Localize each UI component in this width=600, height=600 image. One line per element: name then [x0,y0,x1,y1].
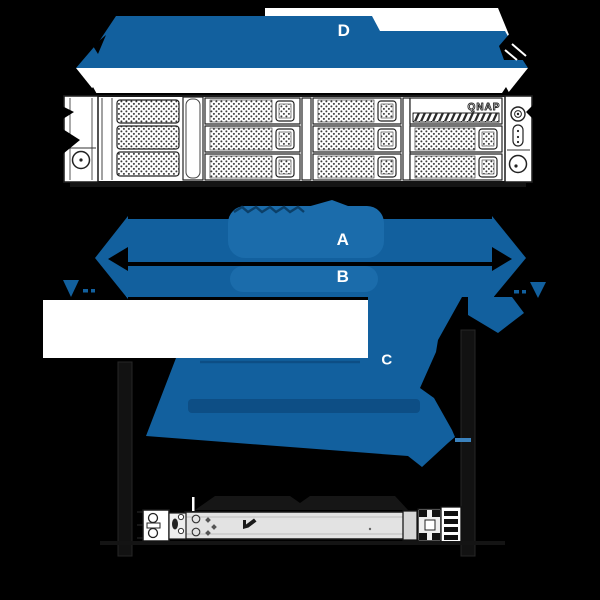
white-gap-trapezoid [76,68,528,96]
drive-bays-column-3 [409,125,503,181]
rail-illustration [100,496,505,545]
rail-right-bracket [417,508,442,542]
unlock-arrow-glyph [243,518,257,529]
label-b: B [336,267,350,286]
right-rack-post [460,329,476,557]
led-indicators [512,124,524,147]
drive-bays-column-1 [204,97,301,181]
right-ear [504,95,533,183]
white-panel [43,300,368,358]
handle-column [182,96,204,181]
rail-body [184,511,418,540]
label-d: D [337,21,351,40]
right-screw-hole [508,154,528,174]
left-rack-post [117,361,133,557]
label-c: C [381,351,393,369]
label-a: A [336,230,350,249]
qnap-logo: QNAP [468,102,501,113]
brand-panel: QNAP [409,97,503,125]
rail-end-comb [440,506,462,544]
rail-a-b-highlight [63,200,546,333]
vent-hatch-strip [412,112,500,123]
rail-c-highlight [146,297,471,467]
rail-latch [168,512,187,540]
rail-left-bracket [137,509,170,542]
drive-bays-column-2 [312,97,402,181]
server-front-illustration: QNAP [58,95,538,187]
left-vent-grills [116,99,180,177]
arrow-d-banner [76,8,542,68]
